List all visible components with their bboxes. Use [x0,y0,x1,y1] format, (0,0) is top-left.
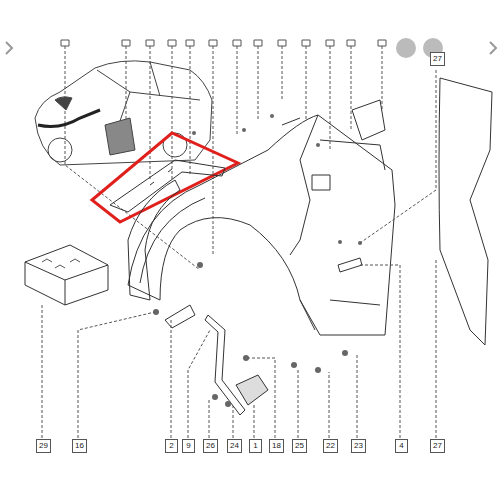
mount-block [236,375,268,405]
fender [128,115,395,335]
highlight-frame [92,133,238,222]
callout-number: 25 [292,439,307,453]
callout-number: 18 [269,439,284,453]
fastener-kit [25,245,108,305]
bottom-leaders [42,70,436,438]
car-sketch [35,61,212,165]
callout-number: 24 [227,439,242,453]
right-bracket [312,100,385,190]
callout-number: 27 [430,439,445,453]
callout-number: 22 [323,439,338,453]
lower-bracket [205,315,245,415]
fasteners [153,114,362,407]
callout-number: 9 [182,439,195,453]
callout-number: 1 [249,439,262,453]
callout-number: 29 [36,439,51,453]
top-callout-stubs [61,40,386,270]
side-bracket [165,305,195,328]
clip [338,258,362,272]
callout-number: 27 [430,52,445,66]
callout-number: 26 [203,439,218,453]
front-liner [128,180,180,300]
wheel-arch-liner [439,78,492,345]
callout-number: 4 [395,439,408,453]
callout-number: 2 [165,439,178,453]
viewer-icons [6,38,496,58]
callout-number: 23 [351,439,366,453]
bracket-part [110,160,225,212]
callout-number: 16 [72,439,87,453]
